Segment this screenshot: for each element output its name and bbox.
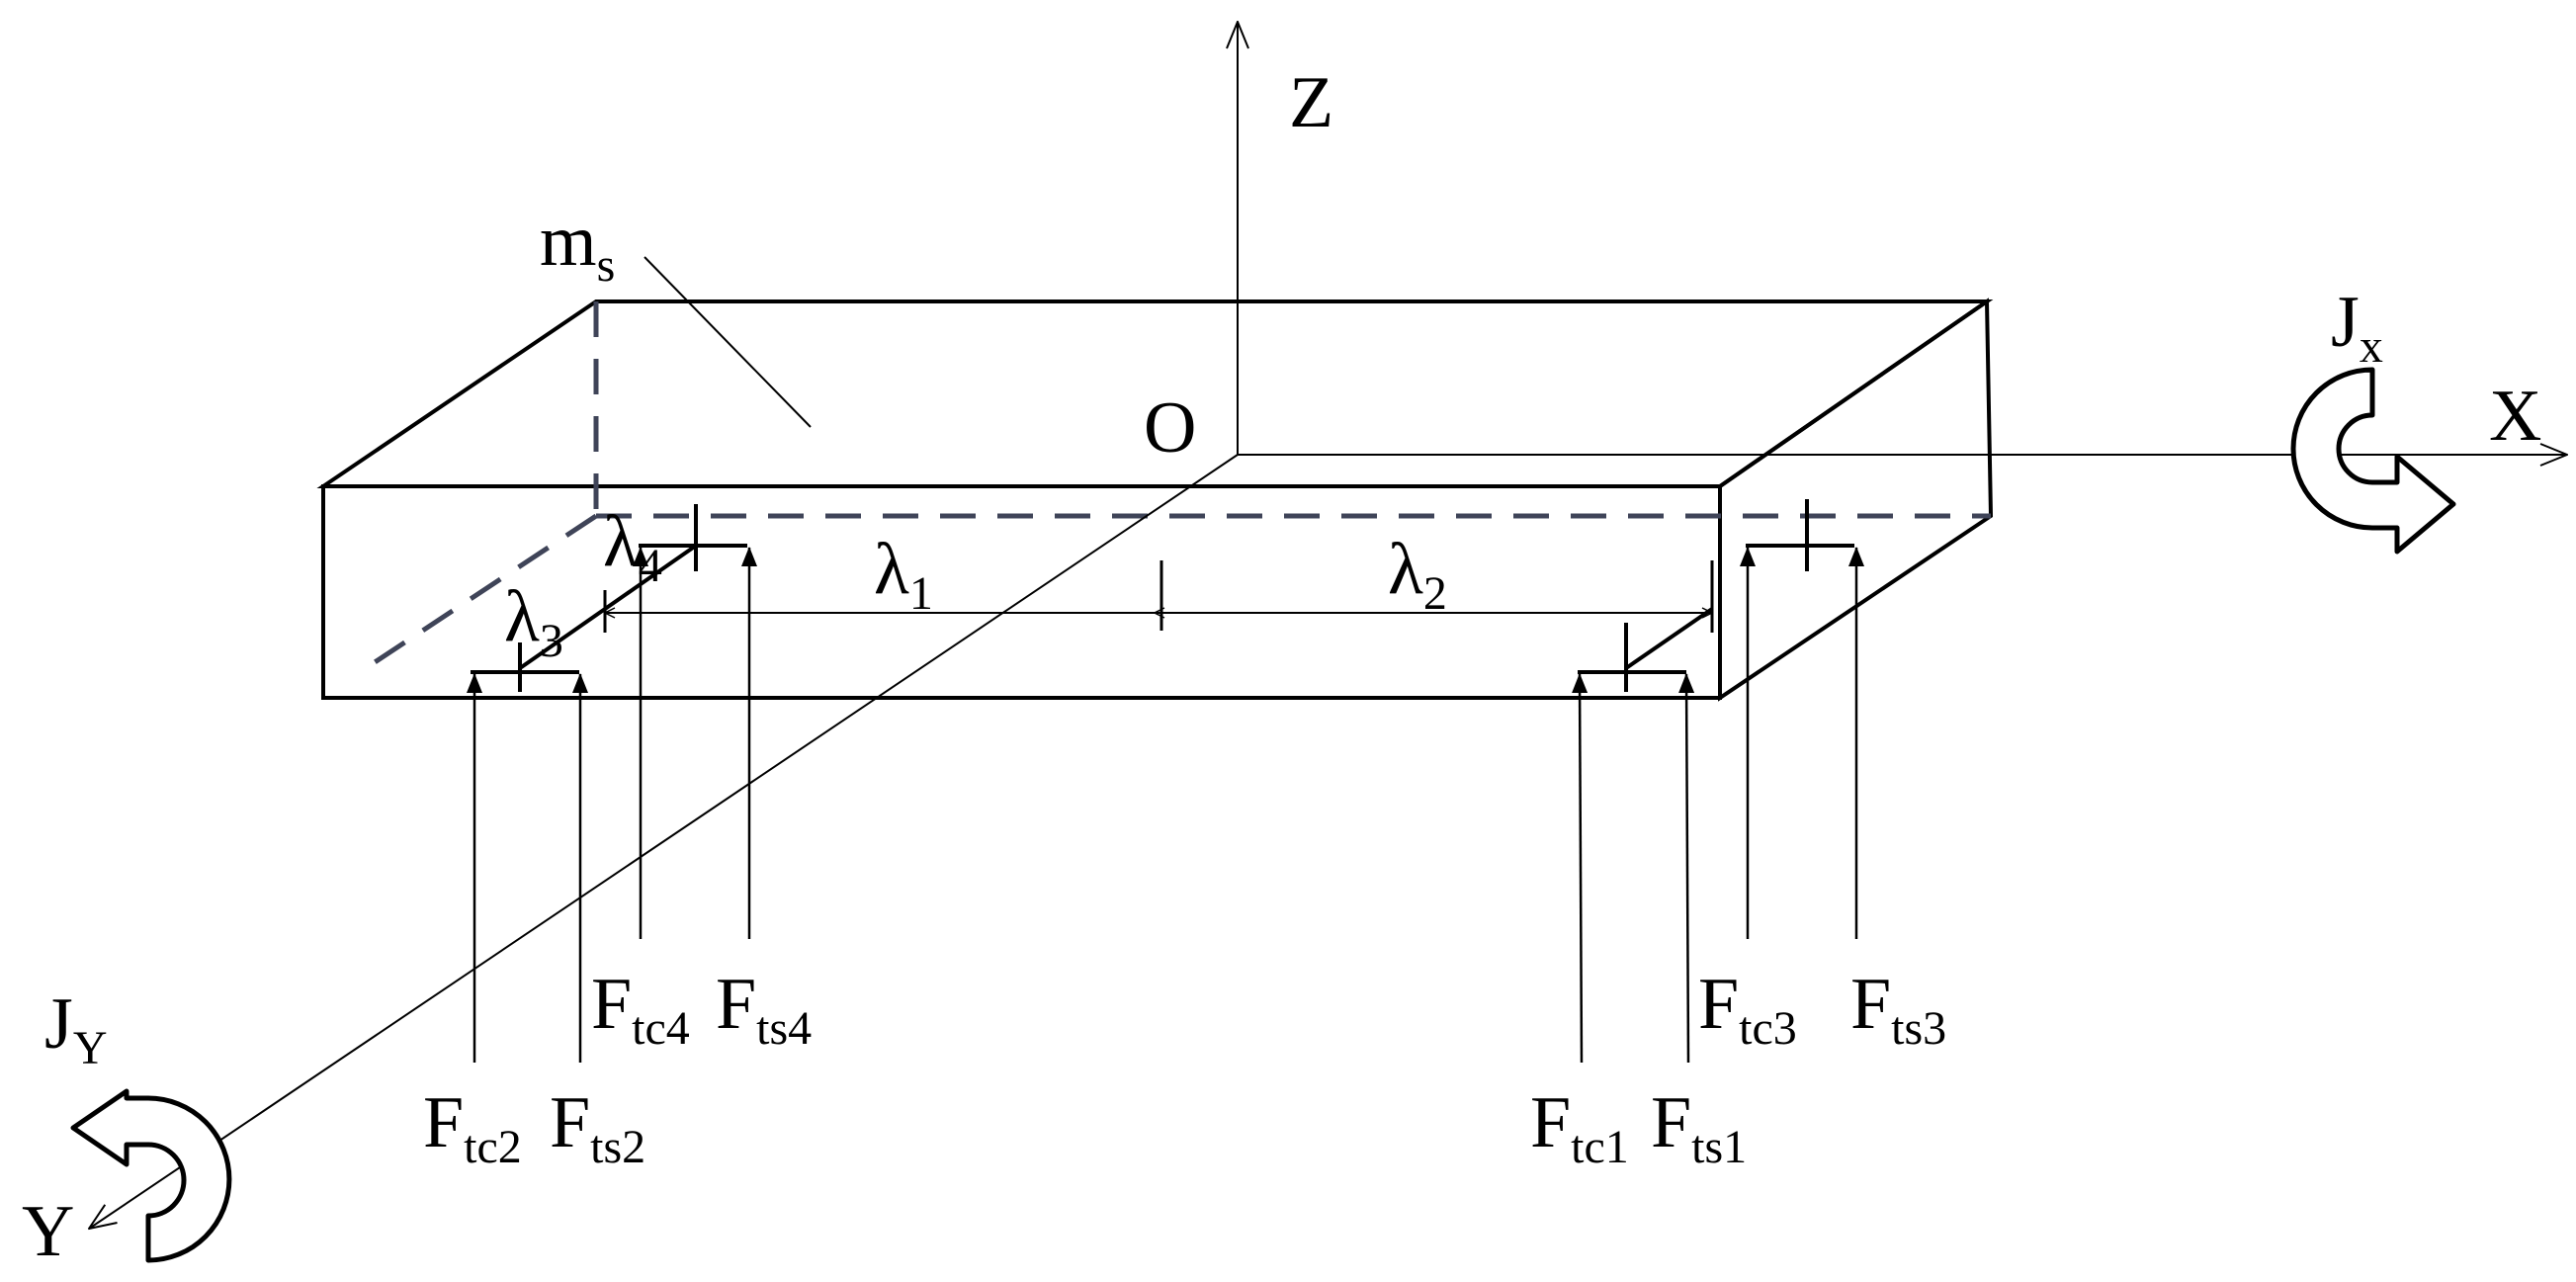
lambda1-label-sub: 1 xyxy=(909,567,933,620)
ftc4-label: Ftc4 xyxy=(591,964,690,1055)
ftc1-label-base: F xyxy=(1530,1082,1571,1163)
lambda3-label-base: λ xyxy=(504,576,540,657)
ftc1-arrow xyxy=(1572,673,1589,1064)
ftc2-label: Ftc2 xyxy=(423,1082,522,1173)
hidden-edges xyxy=(364,301,1991,671)
fts4-label-base: F xyxy=(716,964,756,1045)
lambda1-label: λ1 xyxy=(874,529,933,620)
force-arrows xyxy=(467,547,1864,1064)
jy-label-sub: Y xyxy=(73,1022,108,1074)
rotation-jx-icon xyxy=(2290,367,2456,555)
jx-label-base: J xyxy=(2331,282,2360,363)
jy-label: JY xyxy=(44,983,107,1074)
coordinate-axes xyxy=(89,22,2567,1229)
fts1-label-sub: ts1 xyxy=(1691,1121,1747,1173)
mass-leader-line xyxy=(644,256,812,428)
axle-lines xyxy=(518,544,1714,670)
lambda3-label: λ3 xyxy=(504,576,563,667)
mass-label-base: m xyxy=(540,201,597,282)
y-axis xyxy=(89,454,1239,1229)
mass-label-sub: s xyxy=(597,239,616,292)
dimension-lines xyxy=(603,560,1714,633)
y-axis-label: Y xyxy=(22,1191,74,1272)
left-axle-line xyxy=(518,544,698,670)
jx-label: Jx xyxy=(2331,282,2383,373)
rotation-jy-icon xyxy=(70,1088,232,1263)
hidden-diagonal-edge xyxy=(364,513,598,671)
ftc4-label-base: F xyxy=(591,964,632,1045)
fts2-label-sub: ts2 xyxy=(590,1121,645,1173)
z-axis-label: Z xyxy=(1289,62,1333,143)
ftc4-label-sub: tc4 xyxy=(632,1002,690,1055)
right-axle-line xyxy=(1624,607,1714,670)
force-bars xyxy=(471,499,1854,692)
fts1-label: Fts1 xyxy=(1651,1082,1747,1173)
mass-label: ms xyxy=(540,201,615,292)
lambda2-label-sub: 2 xyxy=(1423,567,1447,620)
box-body xyxy=(316,298,1994,702)
fts1-arrow xyxy=(1678,673,1695,1064)
fts4-label-sub: ts4 xyxy=(756,1002,812,1055)
jx-label-sub: x xyxy=(2360,320,2383,373)
fts2-label: Fts2 xyxy=(550,1082,645,1173)
fts3-label-base: F xyxy=(1850,964,1891,1045)
lambda1-label-base: λ xyxy=(874,529,909,610)
ftc1-label-sub: tc1 xyxy=(1571,1121,1629,1173)
jy-label-base: J xyxy=(44,983,73,1065)
lambda2-label-base: λ xyxy=(1388,529,1423,610)
fts3-label: Fts3 xyxy=(1850,964,1946,1055)
lambda4-label-sub: 4 xyxy=(639,540,662,592)
lambda2-label: λ2 xyxy=(1388,529,1447,620)
ftc3-label: Ftc3 xyxy=(1698,964,1797,1055)
ftc3-label-sub: tc3 xyxy=(1739,1002,1797,1055)
lambda4-label: λ4 xyxy=(603,501,662,592)
ftc3-label-base: F xyxy=(1698,964,1739,1045)
ftc2-label-sub: tc2 xyxy=(464,1121,522,1173)
x-axis-label: X xyxy=(2489,376,2541,457)
fts4-label: Fts4 xyxy=(716,964,812,1055)
lambda3-label-sub: 3 xyxy=(540,615,563,667)
ftc2-label-base: F xyxy=(423,1082,464,1163)
fts1-label-base: F xyxy=(1651,1082,1691,1163)
origin-label: O xyxy=(1144,387,1196,469)
fts2-label-base: F xyxy=(550,1082,590,1163)
ftc1-label: Ftc1 xyxy=(1530,1082,1629,1173)
lambda4-label-base: λ xyxy=(603,501,639,582)
fts3-label-sub: ts3 xyxy=(1891,1002,1946,1055)
